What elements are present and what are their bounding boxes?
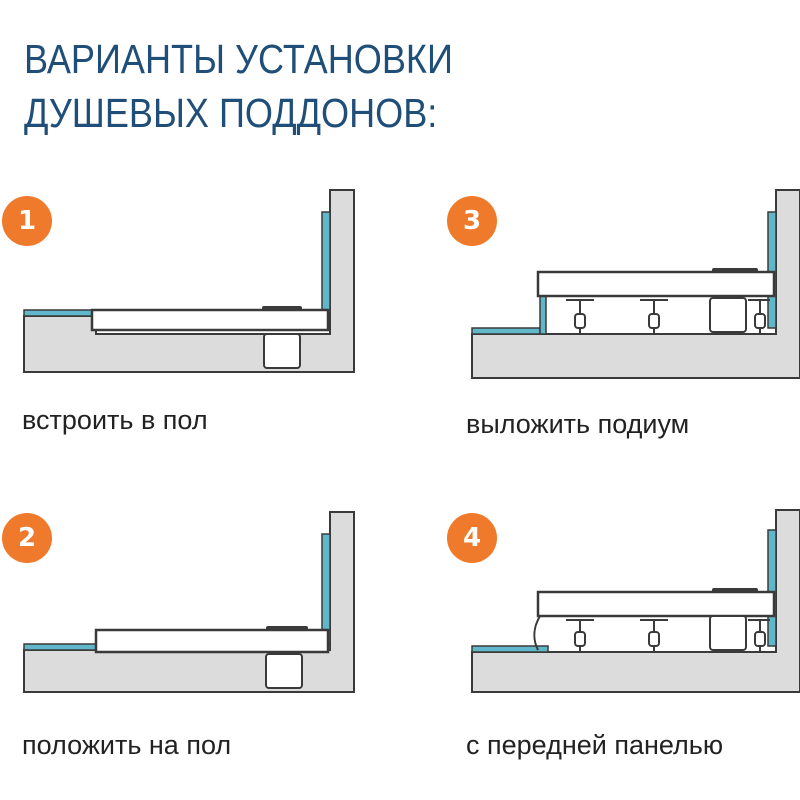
option-4-wall-waterproofing [767,529,777,647]
option-2-caption: положить на пол [22,730,232,760]
option-4-caption: с передней панелью [466,730,724,760]
option-3-drain-trap [709,297,747,333]
option-2-number-badge: 2 [2,513,52,563]
option-2-drain-trap [265,653,303,689]
option-3-floor-and-wall [471,189,800,379]
option-3-support-legs [566,299,770,334]
option-3-caption: выложить подиум [466,409,690,439]
option-1-drain-trap [263,333,301,369]
option-1-caption: встроить в пол [22,405,208,435]
option-3-number-badge: 3 [447,196,497,246]
option-4-floor-and-wall [471,509,800,693]
option-4-support-legs [566,619,770,652]
page-title: ВАРИАНТЫ УСТАНОВКИ ДУШЕВЫХ ПОДДОНОВ: [24,32,453,140]
option-4-floor-waterproofing [471,645,549,653]
title-line-2: ДУШЕВЫХ ПОДДОНОВ: [24,90,438,136]
option-1-number-badge: 1 [2,196,52,246]
option-4-drain-trap [709,615,747,651]
title-line-1: ВАРИАНТЫ УСТАНОВКИ [24,36,453,82]
option-4-front-panel [533,615,541,651]
option-3-wall-waterproofing [767,211,777,329]
option-2-shower-tray [94,626,330,654]
option-4-shower-tray [536,588,776,618]
option-3-shower-tray [536,268,776,298]
option-4-number-badge: 4 [447,513,497,563]
option-1-shower-tray [90,306,330,332]
